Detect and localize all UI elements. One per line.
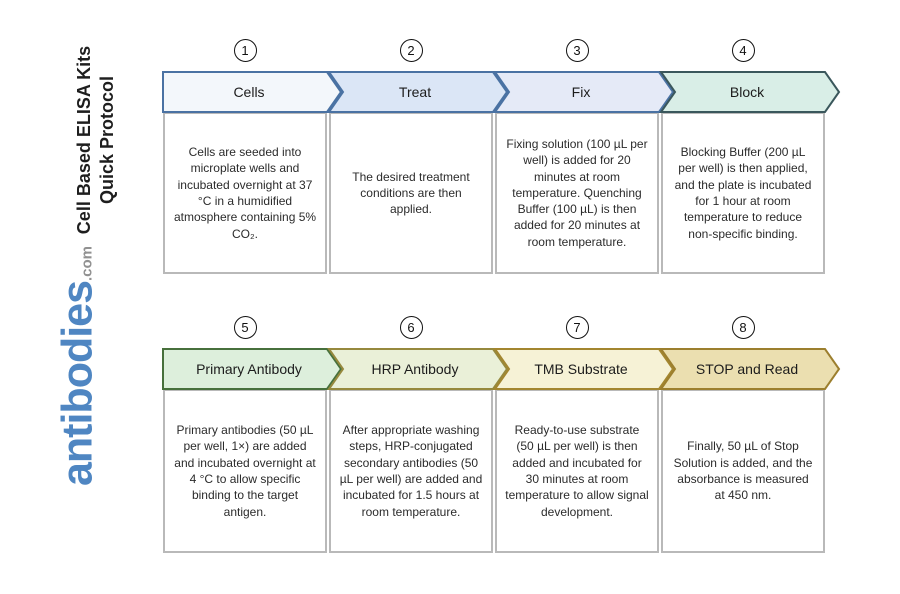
step-3-arrow-shape	[493, 71, 675, 113]
description-row-2: Primary antibodies (50 µL per well, 1×) …	[162, 389, 826, 553]
step-4-description: Blocking Buffer (200 µL per well) is the…	[674, 145, 812, 241]
step-7-arrow-shape	[493, 348, 675, 390]
step-3-description-box: Fixing solution (100 µL per well) is add…	[495, 112, 659, 274]
step-2-arrow: Treat	[327, 71, 509, 113]
arrow-banner-row-2: Primary Antibody HRP Antibody TMB Substr…	[162, 348, 841, 390]
step-8-description: Finally, 50 µL of Stop Solution is added…	[673, 439, 813, 503]
step-5-arrow: Primary Antibody	[162, 348, 343, 390]
protocol-row-1: 1 2 3 4 Cells Treat	[162, 38, 841, 274]
step-4-description-box: Blocking Buffer (200 µL per well) is the…	[661, 112, 825, 274]
arrow-banner-row-1: Cells Treat Fix	[162, 71, 841, 113]
step-2-description: The desired treatment conditions are the…	[352, 169, 470, 217]
step-1-description-box: Cells are seeded into microplate wells a…	[163, 112, 327, 274]
brand-logo: antibodies.com	[54, 246, 103, 486]
step-8-number-badge: 8	[731, 315, 755, 339]
step-4-number-badge: 4	[731, 38, 755, 62]
step-6-description-box: After appropriate washing steps, HRP-con…	[329, 389, 493, 553]
protocol-title-line1: Cell Based ELISA Kits	[74, 45, 94, 235]
step-7-description-box: Ready-to-use substrate (50 µL per well) …	[495, 389, 659, 553]
protocol-title: Cell Based ELISA Kits Quick Protocol	[73, 46, 119, 234]
step-8-arrow: STOP and Read	[659, 348, 841, 390]
step-1-label: Cells	[233, 84, 265, 100]
step-2-number-badge: 2	[399, 38, 423, 62]
step-8-arrow-shape	[659, 348, 841, 390]
description-row-1: Cells are seeded into microplate wells a…	[162, 112, 826, 274]
step-6-arrow: HRP Antibody	[327, 348, 509, 390]
step-7-label: TMB Substrate	[534, 361, 628, 377]
protocol-title-line2: Quick Protocol	[97, 75, 117, 205]
step-1-arrow: Cells	[162, 71, 343, 113]
step-5-description: Primary antibodies (50 µL per well, 1×) …	[174, 423, 316, 519]
step-3-arrow: Fix	[493, 71, 675, 113]
brand-logo-text: antibodies	[53, 280, 102, 487]
step-2-arrow-shape	[327, 71, 509, 113]
brand-logo-suffix: .com	[78, 245, 96, 281]
step-3-description: Fixing solution (100 µL per well) is add…	[506, 136, 648, 249]
step-7-description: Ready-to-use substrate (50 µL per well) …	[505, 423, 649, 519]
step-8-description-box: Finally, 50 µL of Stop Solution is added…	[661, 389, 825, 553]
step-6-description: After appropriate washing steps, HRP-con…	[339, 423, 483, 519]
step-3-label: Fix	[571, 84, 591, 100]
step-3-number-badge: 3	[565, 38, 589, 62]
step-6-arrow-shape	[327, 348, 509, 390]
step-6-label: HRP Antibody	[371, 361, 459, 377]
step-1-arrow-shape	[162, 71, 343, 113]
step-8-label: STOP and Read	[695, 361, 799, 377]
step-2-label: Treat	[398, 84, 432, 100]
step-5-number-badge: 5	[233, 315, 257, 339]
step-numbers-row-2: 5 6 7 8	[162, 315, 826, 339]
step-7-arrow: TMB Substrate	[493, 348, 675, 390]
protocol-steps: 1 2 3 4 Cells Treat	[162, 38, 841, 553]
step-5-description-box: Primary antibodies (50 µL per well, 1×) …	[163, 389, 327, 553]
step-4-arrow: Block	[659, 71, 841, 113]
step-1-description: Cells are seeded into microplate wells a…	[173, 145, 317, 241]
step-6-number-badge: 6	[399, 315, 423, 339]
protocol-row-2: 5 6 7 8 Primary Antibody HRP Antibody	[162, 315, 841, 553]
step-5-label: Primary Antibody	[196, 361, 302, 377]
step-2-description-box: The desired treatment conditions are the…	[329, 112, 493, 274]
step-1-number-badge: 1	[233, 38, 257, 62]
step-numbers-row-1: 1 2 3 4	[162, 38, 826, 62]
step-5-arrow-shape	[162, 348, 343, 390]
step-7-number-badge: 7	[565, 315, 589, 339]
step-4-arrow-shape	[659, 71, 841, 113]
step-4-label: Block	[729, 84, 765, 100]
